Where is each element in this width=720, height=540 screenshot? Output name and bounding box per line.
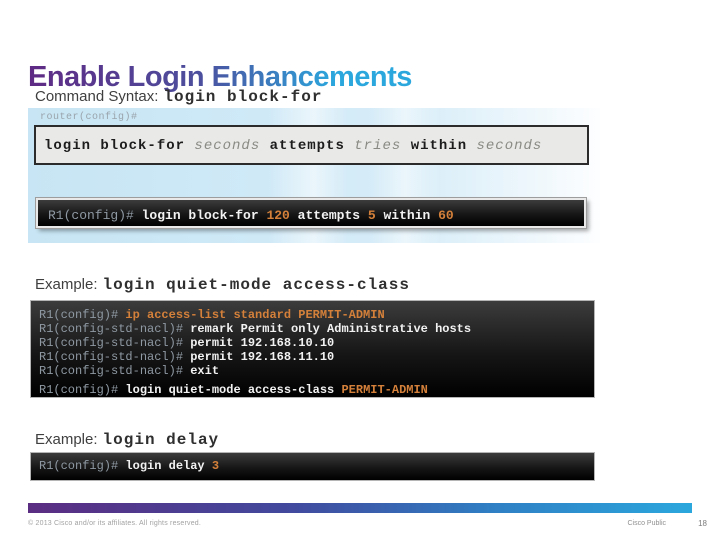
example-delay-row: Example:login delay xyxy=(35,431,219,449)
footer-page-number: 18 xyxy=(698,519,707,528)
command-syntax-command: login block-for xyxy=(163,88,323,106)
footer-copyright: © 2013 Cisco and/or its affiliates. All … xyxy=(28,520,202,527)
console-quiet-mode: R1(config)# ip access-list standard PERM… xyxy=(30,300,595,398)
example-quiet-mode-command: login quiet-mode access-class xyxy=(102,276,410,294)
console-login-delay: R1(config)# login delay 3 xyxy=(30,452,595,481)
example-quiet-mode-row: Example:login quiet-mode access-class xyxy=(35,276,410,294)
command-syntax-label: Command Syntax: xyxy=(35,88,159,105)
page-title: Enable Login Enhancements xyxy=(28,61,412,94)
example-quiet-mode-label: Example: xyxy=(35,276,98,293)
syntax-panel: router(config)# login block-for seconds … xyxy=(28,108,600,243)
footer-classification: Cisco Public xyxy=(627,520,666,527)
example-delay-label: Example: xyxy=(35,431,98,448)
command-syntax-row: Command Syntax:login block-for xyxy=(35,88,322,106)
example-delay-command: login delay xyxy=(102,431,220,449)
syntax-definition-box: login block-for seconds attempts tries w… xyxy=(34,125,589,165)
router-config-prompt: router(config)# xyxy=(40,112,138,123)
footer-gradient-bar xyxy=(28,503,692,513)
console-login-block-for: R1(config)# login block-for 120 attempts… xyxy=(35,197,587,229)
